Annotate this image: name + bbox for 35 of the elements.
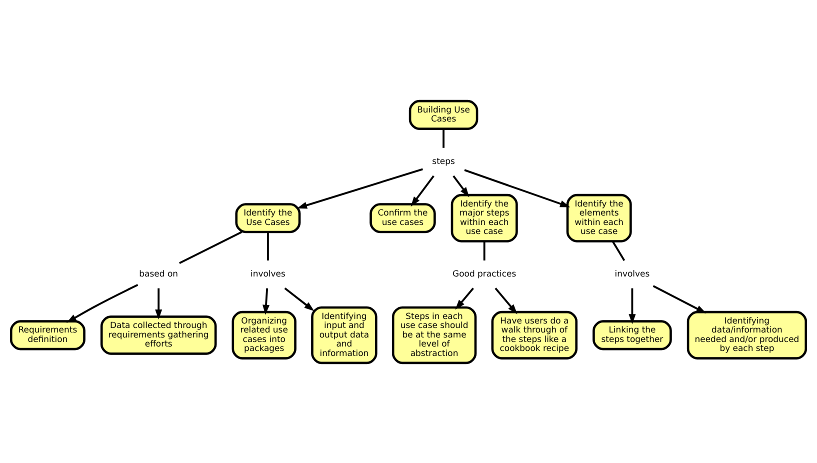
arrow <box>410 174 434 206</box>
arrow <box>452 174 470 197</box>
node-text: Good practices <box>452 268 516 278</box>
node-text: involves <box>250 268 286 278</box>
connector <box>612 240 626 260</box>
node-box: Data collected through requirements gathering efforts <box>100 315 217 354</box>
node-box: Identify the Use Cases <box>235 202 301 233</box>
arrow <box>494 287 518 314</box>
connector <box>442 128 444 148</box>
arrow <box>628 288 636 324</box>
node-box: Steps in each use case should be at the same level of abstraction <box>392 306 477 364</box>
node-text: based on <box>139 268 178 278</box>
node-box: Confirm the use cases <box>370 202 436 233</box>
arrow <box>296 168 423 208</box>
connector <box>267 232 269 260</box>
node-box: Identifying input and output data and information <box>311 306 378 364</box>
node-box: Organizing related use cases into packages <box>232 310 296 359</box>
arrow <box>455 287 474 310</box>
node-text: involves <box>614 268 650 278</box>
arrow <box>652 284 706 313</box>
node-box: Identifying data/information needed and/or produced by each step <box>686 310 808 359</box>
node-box: Have users do a walk through of the steps like a cookbook recipe <box>491 310 578 359</box>
arrow <box>155 288 162 319</box>
connector <box>483 240 486 260</box>
node-text: steps <box>432 156 455 166</box>
arrow <box>284 287 314 311</box>
node-box: Requirements definition <box>10 320 86 350</box>
node-box: Linking the steps together <box>592 320 672 350</box>
connector <box>179 230 242 264</box>
node-box: Identify the major steps within each use case <box>450 193 518 242</box>
arrow <box>464 168 570 207</box>
node-box: Building Use Cases <box>408 99 478 130</box>
node-box: Identify the elements within each use case <box>566 193 632 242</box>
arrow <box>66 284 138 322</box>
arrow <box>262 288 270 314</box>
